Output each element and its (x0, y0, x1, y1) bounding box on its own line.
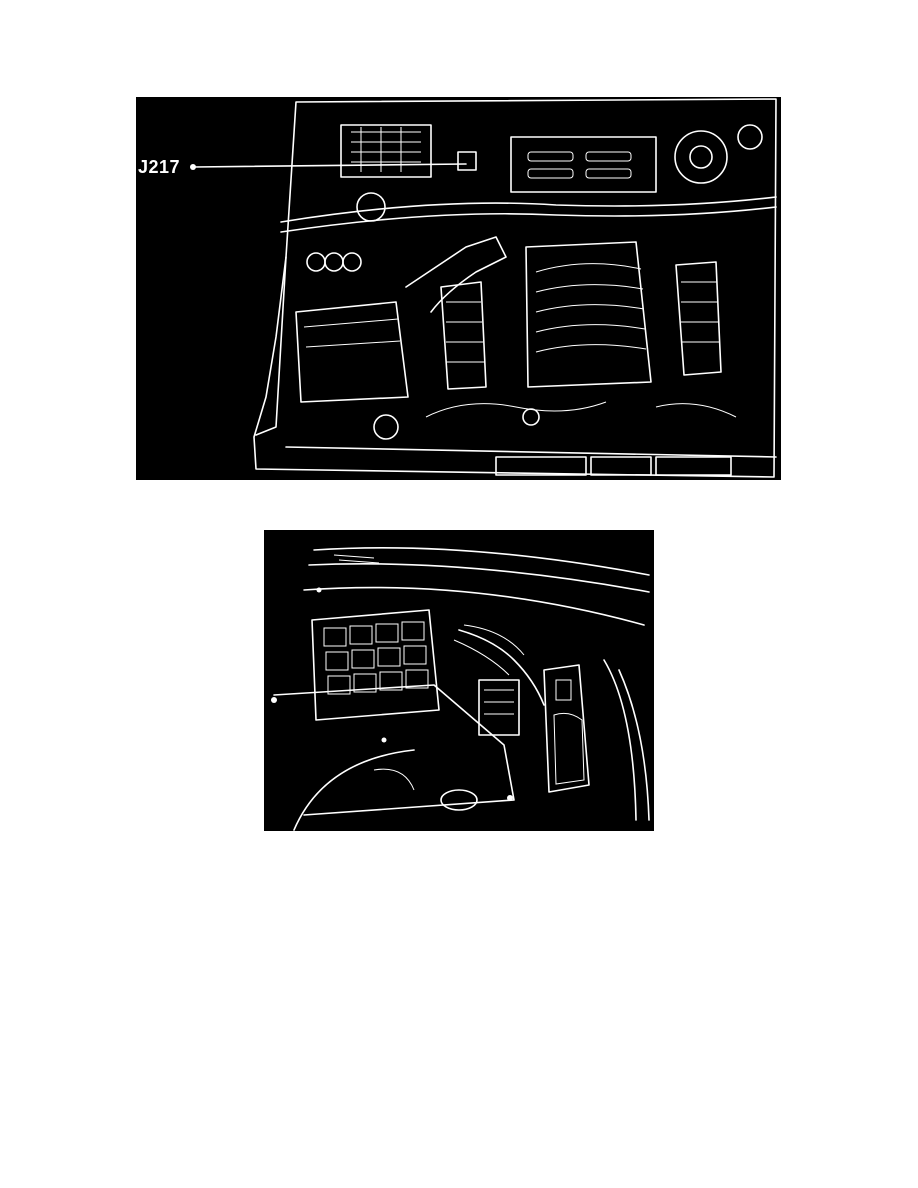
relay-box-drawing (271, 546, 650, 831)
engine-bay-drawing (190, 98, 777, 478)
engine-bay-illustration: J217 (136, 97, 781, 480)
callout-label-j217: J217 (138, 157, 181, 177)
relay-box-illustration (264, 530, 654, 831)
